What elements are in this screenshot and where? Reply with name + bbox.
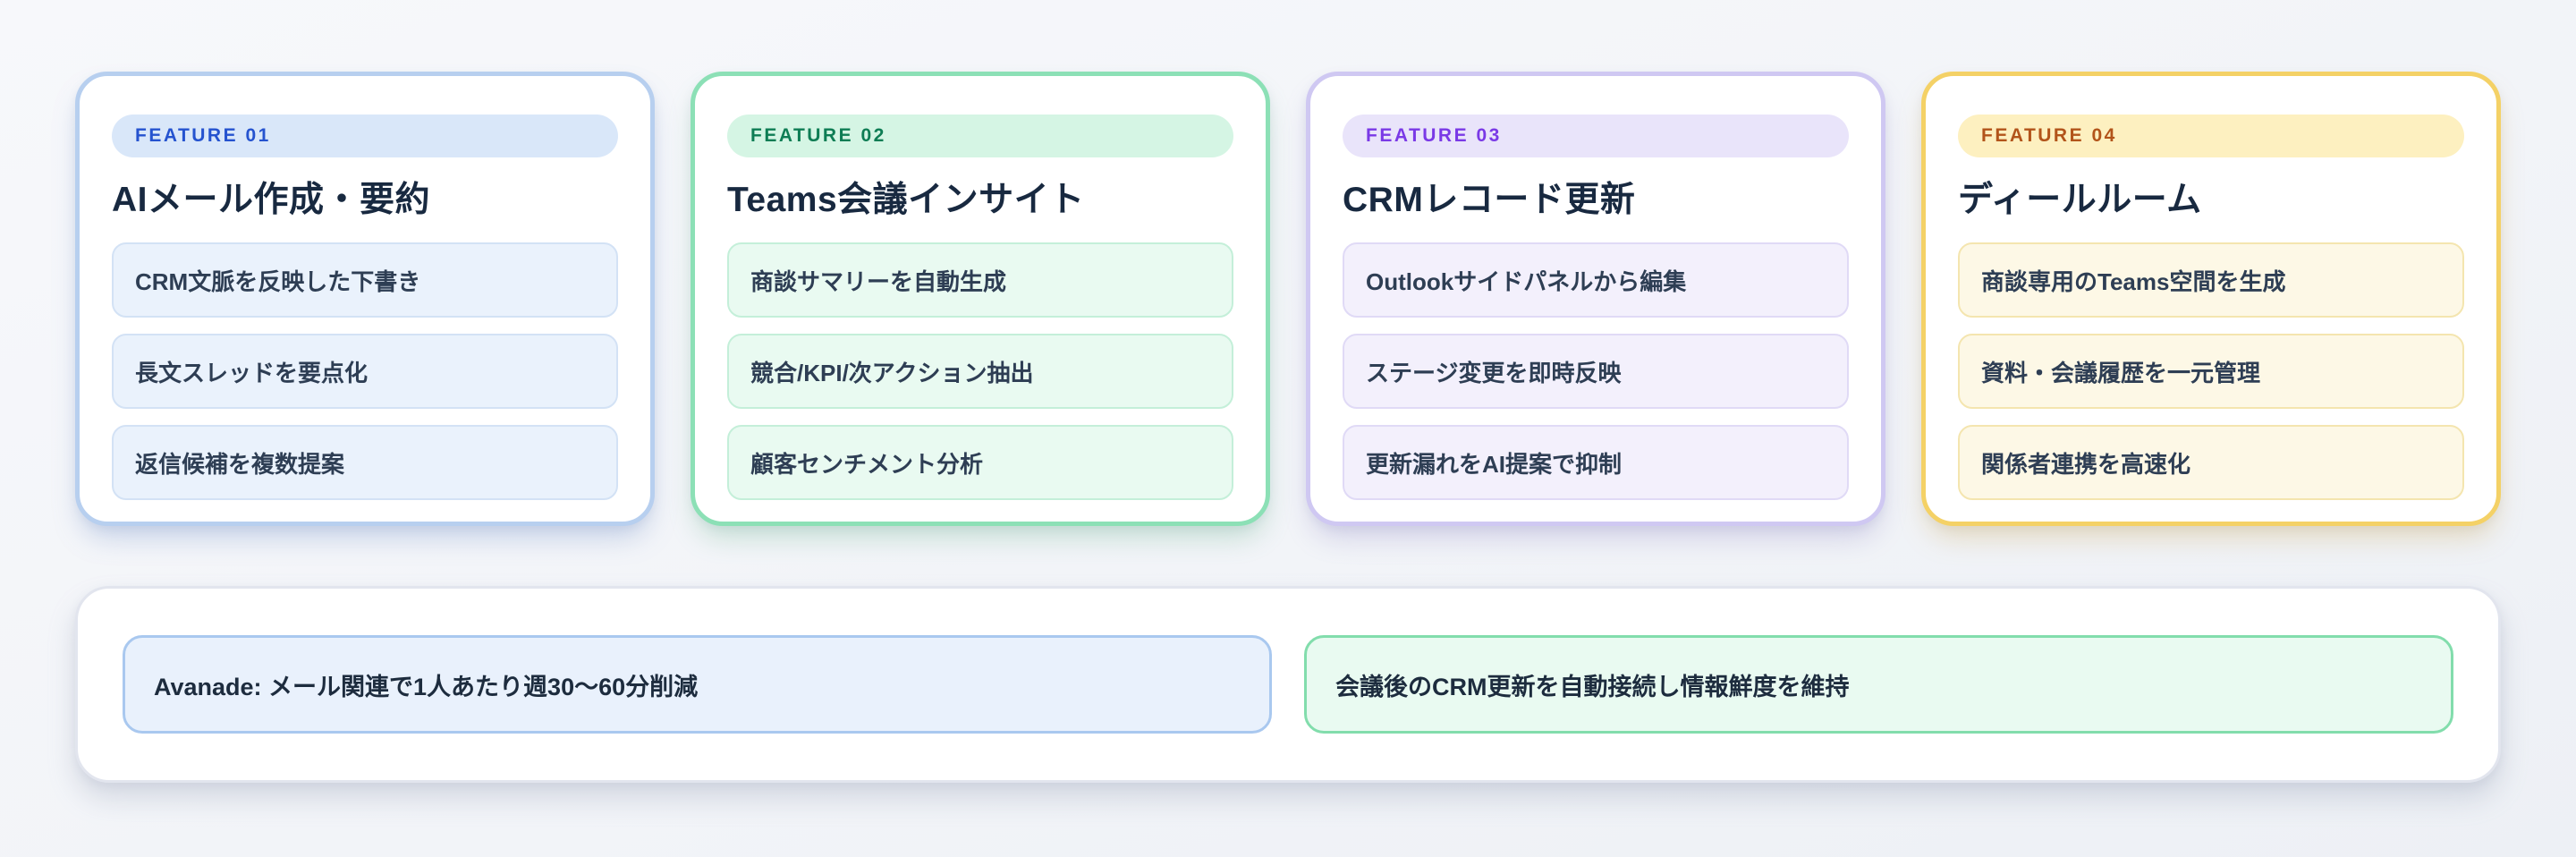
feature-item: 返信候補を複数提案	[112, 425, 618, 500]
feature-card-deal-room: FEATURE 04 ディールルーム 商談専用のTeams空間を生成 資料・会議…	[1921, 72, 2501, 526]
feature-card-teams-insights: FEATURE 02 Teams会議インサイト 商談サマリーを自動生成 競合/K…	[691, 72, 1270, 526]
feature-item: Outlookサイドパネルから編集	[1343, 242, 1849, 318]
feature-item: ステージ変更を即時反映	[1343, 334, 1849, 409]
feature-item: 顧客センチメント分析	[727, 425, 1233, 500]
feature-badge-02: FEATURE 02	[727, 115, 1233, 157]
feature-cards-row: FEATURE 01 AIメール作成・要約 CRM文脈を反映した下書き 長文スレ…	[75, 72, 2501, 526]
card-title-crm-update: CRMレコード更新	[1343, 181, 1636, 219]
feature-item: 商談専用のTeams空間を生成	[1958, 242, 2464, 318]
feature-badge-01: FEATURE 01	[112, 115, 618, 157]
card-title-teams-insights: Teams会議インサイト	[727, 181, 1085, 219]
card-title-ai-email: AIメール作成・要約	[112, 181, 431, 219]
feature-item: 関係者連携を高速化	[1958, 425, 2464, 500]
feature-card-ai-email: FEATURE 01 AIメール作成・要約 CRM文脈を反映した下書き 長文スレ…	[75, 72, 655, 526]
feature-item: CRM文脈を反映した下書き	[112, 242, 618, 318]
feature-item: 競合/KPI/次アクション抽出	[727, 334, 1233, 409]
summary-panel: Avanade: メール関連で1人あたり週30〜60分削減 会議後のCRM更新を…	[75, 586, 2501, 783]
feature-card-crm-update: FEATURE 03 CRMレコード更新 Outlookサイドパネルから編集 ス…	[1306, 72, 1885, 526]
stat-pill-crm-freshness: 会議後のCRM更新を自動接続し情報鮮度を維持	[1304, 635, 2453, 734]
feature-item: 更新漏れをAI提案で抑制	[1343, 425, 1849, 500]
stat-pill-email-time-saved: Avanade: メール関連で1人あたり週30〜60分削減	[123, 635, 1272, 734]
feature-badge-04: FEATURE 04	[1958, 115, 2464, 157]
feature-item: 商談サマリーを自動生成	[727, 242, 1233, 318]
feature-item: 資料・会議履歴を一元管理	[1958, 334, 2464, 409]
card-title-deal-room: ディールルーム	[1958, 181, 2202, 219]
feature-badge-03: FEATURE 03	[1343, 115, 1849, 157]
feature-item: 長文スレッドを要点化	[112, 334, 618, 409]
